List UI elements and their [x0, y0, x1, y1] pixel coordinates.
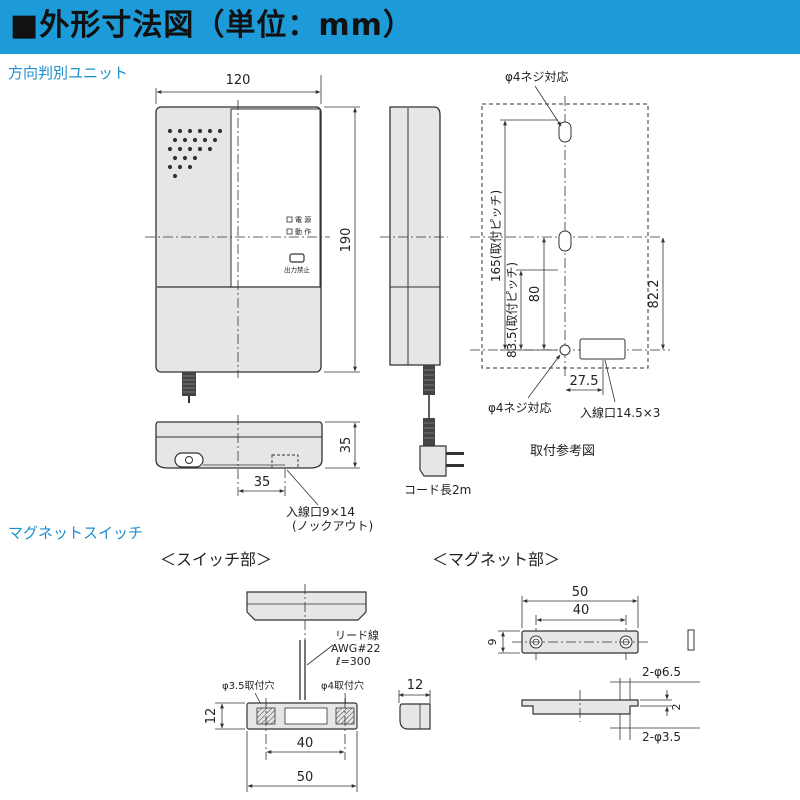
switch-part-title: ＜スイッチ部＞: [160, 550, 272, 569]
magnet-dim-9-label: 9: [486, 639, 499, 646]
screw-hole-bottom-icon: [559, 344, 571, 356]
led-power-label: 電 源: [295, 215, 311, 224]
inlet-label: 入線口9×14: [286, 504, 355, 519]
knockout-label: (ノックアウト): [292, 519, 373, 533]
dim-bottom-offset-label: 35: [254, 475, 271, 490]
header-banner: ■外形寸法図（単位：mm）: [0, 0, 800, 54]
hole-3-5-label: φ3.5取付穴: [222, 679, 275, 692]
cable-inlet-icon: [579, 338, 626, 360]
magnet-dim-2-label: 2: [670, 704, 683, 711]
unit-bottom-view: 35 35 入線口9×14 (ノックアウト): [155, 415, 373, 533]
dim-height-label: 190: [339, 228, 354, 253]
dim-80-label: 80: [528, 286, 543, 303]
lead-wire-label-3: ℓ=300: [335, 655, 371, 668]
switch-reed-window: [284, 707, 328, 725]
magnet-hole-6-5-label: 2-φ6.5: [642, 665, 681, 679]
mounting-inlet-label: 入線口14.5×3: [580, 405, 660, 420]
dim-27-5-label: 27.5: [570, 374, 599, 389]
mounting-caption: 取付参考図: [530, 443, 595, 459]
dim-82-2-label: 82.2: [647, 280, 662, 309]
switch-top-body: [246, 591, 367, 621]
page-title: ■外形寸法図（単位：mm）: [10, 8, 414, 43]
magnet-part-title: ＜マグネット部＞: [432, 550, 560, 569]
switch-part-diagram: ＜スイッチ部＞ リード線 AWG#22 ℓ=300 φ3.5取付穴 φ4取付穴 …: [160, 550, 431, 792]
unit-side-view: コード長2m: [380, 106, 471, 497]
pitch-83-5-label: 83.5(取付ピッチ): [505, 262, 519, 358]
switch-dim-40-label: 40: [297, 736, 314, 751]
switch-dim-12-height-label: 12: [204, 708, 219, 725]
magnet-dim-40-label: 40: [573, 603, 590, 618]
dim-depth-label: 35: [339, 437, 354, 454]
cord-outlet-icon: [174, 452, 204, 468]
section-title-unit: 方向判別ユニット: [8, 64, 129, 82]
action-led-icon: [286, 228, 293, 235]
unit-side-body: [389, 106, 441, 366]
unit-front-view: 電 源 動 作 出力禁止 120 190: [145, 73, 360, 403]
switch-dim-50-label: 50: [297, 770, 314, 785]
section-title-magnet-switch: マグネットスイッチ: [8, 524, 144, 542]
lead-wire-label-1: リード線: [335, 628, 379, 642]
dim-width-label: 120: [226, 73, 251, 88]
magnet-part-diagram: ＜マグネット部＞ 50 40 9 2-φ6.5 2 2-φ3.5: [432, 550, 700, 744]
magnet-end-view: [687, 629, 695, 651]
output-inhibit-button-icon: [289, 253, 305, 263]
magnet-hole-3-5-label: 2-φ3.5: [642, 730, 681, 744]
unit-front-panel: [230, 108, 321, 288]
cord-length-label: コード長2m: [404, 483, 471, 497]
screw-bottom-label: φ4ネジ対応: [488, 401, 552, 415]
lead-wire-label-2: AWG#22: [331, 642, 381, 655]
led-action-label: 動 作: [295, 227, 311, 236]
pitch-165-label: 165(取付ピッチ): [489, 190, 503, 282]
switch-dim-12-side-label: 12: [407, 678, 424, 693]
screw-top-label: φ4ネジ対応: [505, 70, 569, 84]
magnet-dim-50-label: 50: [572, 585, 589, 600]
keyhole-middle-icon: [558, 230, 572, 252]
output-inhibit-label: 出力禁止: [284, 265, 311, 274]
speaker-grille-icon: [167, 128, 223, 179]
ac-plug-icon: [419, 445, 447, 477]
power-led-icon: [286, 216, 293, 223]
keyhole-top-icon: [558, 121, 572, 143]
switch-side-body: [399, 703, 431, 730]
hole-4-label: φ4取付穴: [321, 679, 364, 692]
mounting-reference-diagram: φ4ネジ対応 165(取付ピッチ) 83.5(取付ピッチ) 80 82.2 27…: [470, 70, 670, 459]
